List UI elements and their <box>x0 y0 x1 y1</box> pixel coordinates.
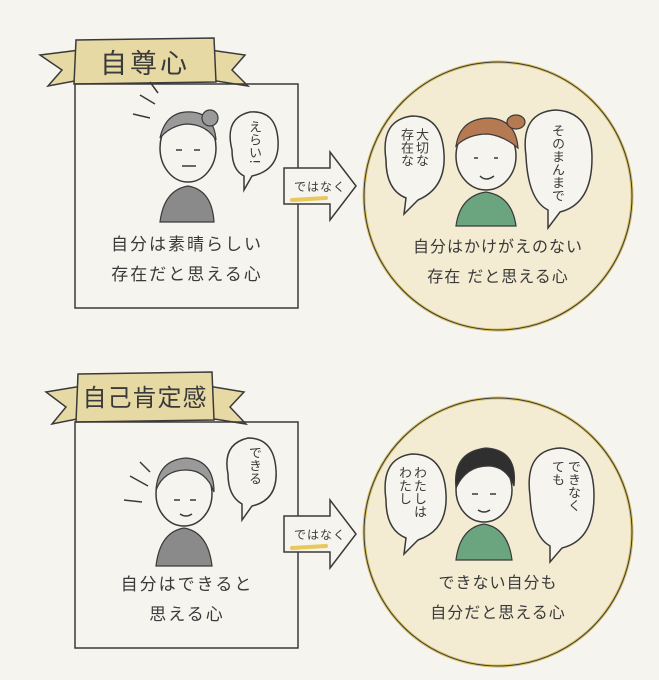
bubble-2-left <box>226 437 277 523</box>
ribbon-1 <box>37 37 251 88</box>
left-caption-2: 自分はできると 思える心 <box>120 575 254 625</box>
bubble-1-left-text: えらい! <box>246 120 261 165</box>
ribbon-1-label: 自尊心 <box>100 49 190 80</box>
ribbon-2 <box>44 371 249 426</box>
bubble-1-right-b <box>524 109 593 231</box>
bubble-2-right-a-text: わたしは わたし <box>396 466 426 518</box>
person-2-right <box>454 447 516 561</box>
bubble-1-left <box>229 111 279 193</box>
arrow-1-label: ではなく <box>294 180 347 194</box>
box-2-left <box>74 421 299 649</box>
bubble-2-right-a <box>384 453 447 557</box>
right-caption-2: できない自分も 自分だと思える心 <box>430 573 566 622</box>
right-caption-1: 自分はかけがえのない 存在 だと思える心 <box>412 237 583 286</box>
person-1-left <box>132 81 219 223</box>
ribbon-2-label: 自己肯定感 <box>82 384 208 412</box>
person-1-right <box>455 114 526 227</box>
arrow-1 <box>283 149 357 223</box>
arrow-2-label: ではなく <box>294 528 347 542</box>
left-caption-1: 自分は素晴らしい 存在だと思える心 <box>111 235 263 285</box>
arrow-2 <box>283 497 357 571</box>
person-2-left <box>123 457 215 567</box>
box-1-left <box>74 83 299 309</box>
bubble-1-right-a-text: 大切な 存在な <box>398 128 428 167</box>
bubble-2-right-b-text: できなく ても <box>549 460 580 512</box>
bubble-1-right-a <box>384 115 445 217</box>
bubble-2-right-b <box>528 447 595 565</box>
bubble-2-left-text: できる <box>246 446 261 485</box>
bubble-1-right-b-text: そのまんまで <box>549 124 564 202</box>
